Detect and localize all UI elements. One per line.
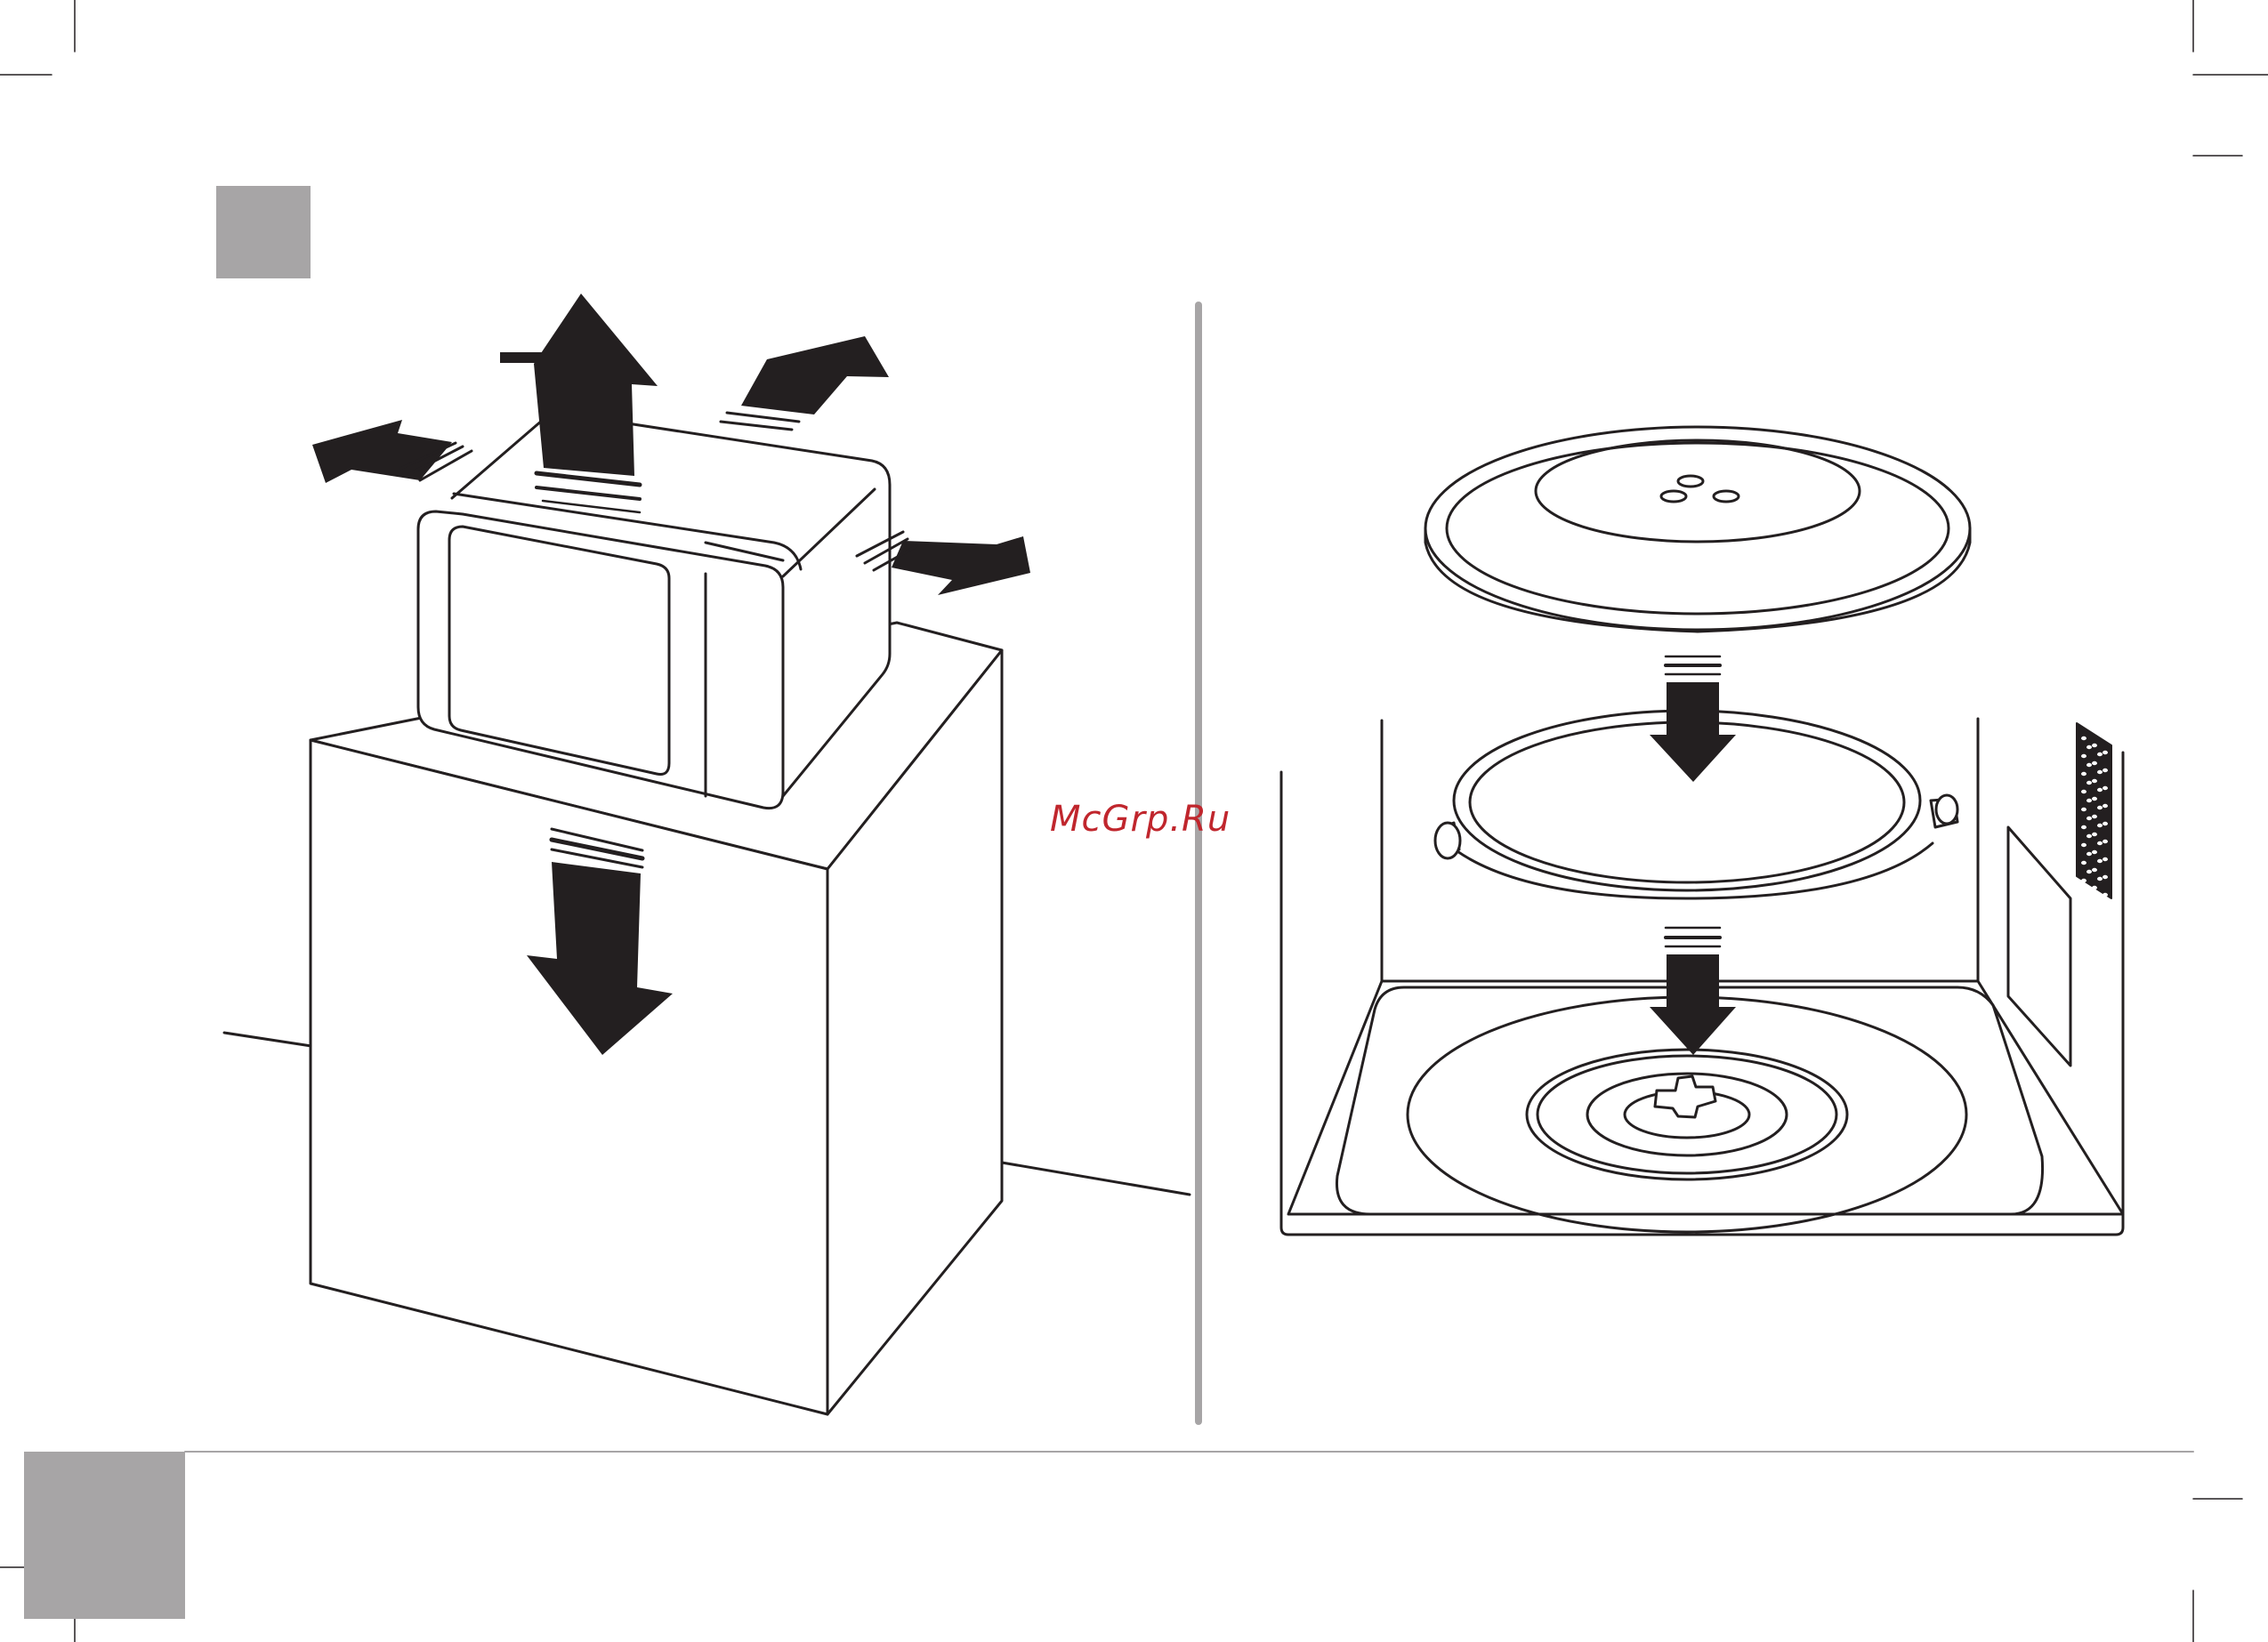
glass-turntable-tray [1425, 427, 1970, 632]
vent-hole [2086, 763, 2092, 767]
vent-hole [2092, 833, 2097, 836]
vent-hole [2097, 806, 2103, 809]
vent-hole [2086, 817, 2092, 820]
vent-hole [2097, 753, 2103, 756]
vent-hole [2103, 822, 2108, 825]
vent-hole [2097, 824, 2103, 827]
vent-hole [2092, 761, 2097, 765]
vent-hole [2081, 754, 2086, 758]
floor-line-left [224, 1033, 311, 1046]
vent-hole [2081, 736, 2086, 740]
figure-turntable-assembly [1281, 427, 2123, 1235]
vent-hole [2081, 879, 2086, 882]
vent-hole [2097, 877, 2103, 881]
vent-hole [2081, 772, 2086, 776]
vent-hole [2086, 852, 2092, 856]
vent-hole [2092, 779, 2097, 783]
arrow-upper-right [721, 336, 889, 430]
arrow-left [312, 420, 472, 483]
vent-hole [2103, 804, 2108, 808]
vent-hole [2097, 788, 2103, 792]
vent-hole [2081, 790, 2086, 793]
section-marker-top [216, 186, 311, 278]
vent-hole [2081, 843, 2086, 847]
vent-hole [2092, 886, 2097, 889]
watermark: McGrp.Ru [1050, 799, 1231, 840]
vent-hole [2092, 850, 2097, 854]
vent-hole [2103, 786, 2108, 790]
vent-hole [2097, 841, 2103, 845]
vent-hole [2086, 799, 2092, 802]
vent-hole [2092, 797, 2097, 801]
vent-hole [2103, 893, 2108, 897]
vent-hole [2086, 781, 2092, 785]
arrow-down-ring [1650, 928, 1736, 1055]
vent-hole [2097, 859, 2103, 863]
floor-line-right [1002, 1163, 1190, 1195]
figure-microwave-clearance [224, 294, 1190, 1414]
vent-hole [2092, 868, 2097, 872]
vent-grille [2077, 723, 2111, 898]
vent-hole [2103, 769, 2108, 772]
vent-hole [2103, 751, 2108, 754]
vent-hole [2086, 834, 2092, 838]
vent-hole [2081, 861, 2086, 865]
section-marker-bottom [24, 1452, 185, 1619]
vent-hole [2081, 825, 2086, 829]
vent-hole [2081, 808, 2086, 811]
vent-hole [2103, 840, 2108, 843]
vent-hole [2086, 870, 2092, 873]
vent-hole [2092, 815, 2097, 818]
vent-hole [2097, 770, 2103, 774]
vent-hole [2086, 745, 2092, 749]
vent-hole [2103, 857, 2108, 861]
vent-hole [2092, 744, 2097, 747]
vent-hole [2103, 875, 2108, 879]
